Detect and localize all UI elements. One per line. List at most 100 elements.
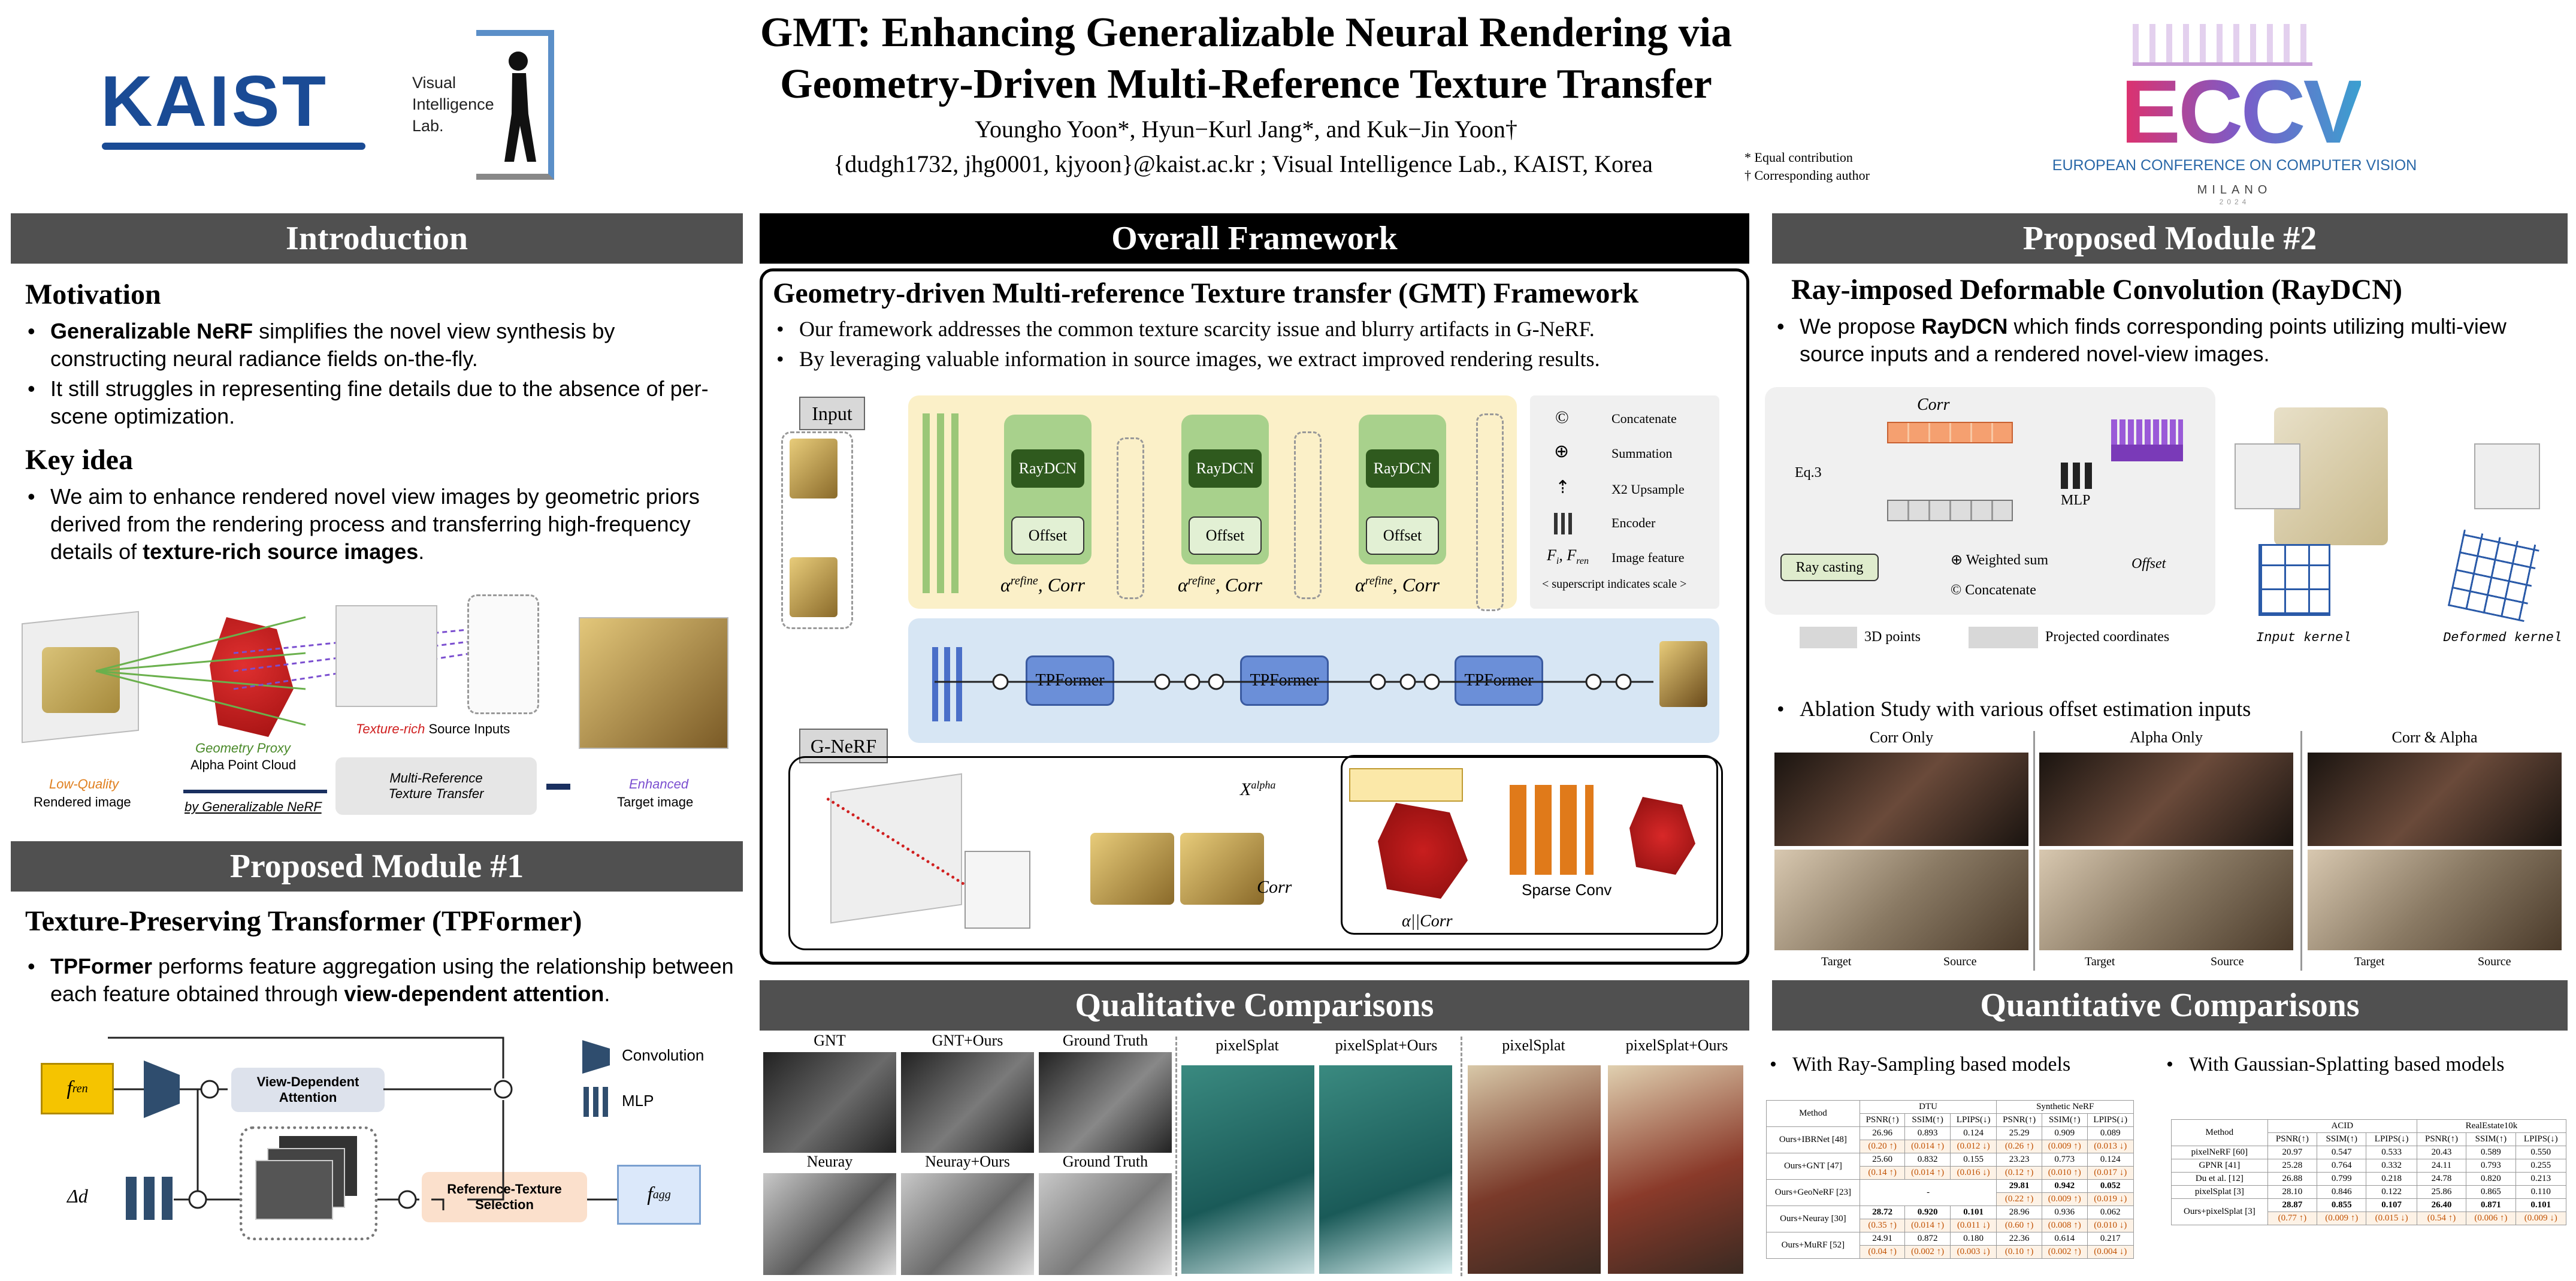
table-header-row: Method ACID RealEstate10k	[2171, 1119, 2567, 1146]
table-cell: 26.40	[2416, 1198, 2467, 1212]
ablation-col-label: Corr Only	[1869, 729, 1934, 746]
table-header: RealEstate10k	[2416, 1119, 2567, 1133]
table-cell: 0.122	[2366, 1185, 2417, 1199]
legend-mlp-icon	[583, 1087, 609, 1117]
table-cell: Ours+IBRNet [48]	[1766, 1126, 1860, 1153]
source-inputs-text: Source Inputs	[425, 721, 510, 736]
projected-legend	[1969, 627, 2038, 648]
table-cell: (0.009 ↑)	[2041, 1192, 2088, 1206]
target-label: Target	[2085, 955, 2115, 968]
table-header-row: PSNR(↑) SSIM(↑) LPIPS(↓) PSNR(↑) SSIM(↑)…	[1767, 1113, 2134, 1127]
table-cell: 0.089	[2087, 1126, 2134, 1140]
legend-feature-label: Image feature	[1611, 550, 1685, 565]
alpha-sup: refine	[1010, 574, 1038, 588]
table-cell: Du et al. [12]	[2171, 1172, 2268, 1186]
module1-header: Proposed Module #1	[11, 841, 743, 892]
encoder-icon	[1554, 513, 1574, 534]
table-cell: (0.012 ↓)	[1949, 1140, 1997, 1153]
title-line: GMT: Enhancing Generalizable Neural Rend…	[760, 10, 1733, 56]
table-cell: 0.865	[2466, 1185, 2516, 1199]
qual-image	[1181, 1065, 1314, 1274]
tpformer-box: TPFormer	[1455, 655, 1543, 706]
table-row: Ours+Neuray [30] 28.72 0.920 0.101 28.96…	[1766, 1206, 2134, 1232]
table-cell: 23.23	[1996, 1153, 2042, 1167]
table-header: SSIM(↑)	[2041, 1113, 2088, 1127]
column-divider	[1461, 1037, 1462, 1276]
column-divider	[2300, 731, 2302, 971]
source-image-n	[790, 557, 837, 617]
list-item: Ablation Study with various offset estim…	[1773, 695, 2558, 723]
by-gnerf-label: by Generalizable NeRF	[185, 799, 322, 814]
legend-sum-label: Summation	[1611, 446, 1673, 461]
legend-encoder-label: Encoder	[1611, 515, 1656, 530]
walking-person-icon	[504, 52, 536, 162]
table-cell: 20.43	[2416, 1146, 2467, 1159]
corr-label: Corr	[1917, 395, 1950, 414]
input-kernel-label: Input kernel	[2256, 630, 2351, 645]
table-header: LPIPS(↓)	[2366, 1132, 2417, 1146]
quantitative-list-1: With Ray-Sampling based models	[1766, 1051, 2137, 1081]
list-item: We aim to enhance rendered novel view im…	[24, 483, 737, 566]
title-line: Geometry-Driven Multi-Reference Texture …	[780, 61, 1712, 107]
lab-logo-line: Intelligence	[412, 95, 494, 113]
qualitative-header: Qualitative Comparisons	[760, 980, 1749, 1031]
eccv-skyline	[2133, 24, 2312, 66]
table-cell: 0.872	[1904, 1232, 1951, 1246]
table-cell: (0.014 ↑)	[1904, 1219, 1951, 1232]
table-header: Synthetic NeRF	[1996, 1100, 2134, 1114]
table-row: pixelSplat [3] 28.10 0.846 0.122 25.86 0…	[2171, 1185, 2567, 1199]
table-header: PSNR(↑)	[1859, 1113, 1906, 1127]
target-image-label: Target image	[617, 794, 694, 809]
bold-text: Generalizable NeRF	[50, 319, 253, 343]
table-cell: (0.10 ↑)	[1996, 1245, 2042, 1259]
alpha-text: α	[1178, 574, 1188, 596]
equal-contribution-note: * Equal contribution	[1744, 150, 1853, 165]
offset-label: Offset	[2131, 556, 2166, 572]
table-cell: 24.11	[2416, 1159, 2467, 1173]
mlp-label: MLP	[622, 1092, 654, 1110]
bold-text: view-dependent attention	[344, 981, 604, 1006]
quantitative-header: Quantitative Comparisons	[1772, 980, 2568, 1031]
qual-image	[1319, 1065, 1452, 1274]
mrtt-box: Multi-Reference Texture Transfer	[335, 757, 537, 815]
ablation-image	[2308, 753, 2562, 846]
framework-legend	[1530, 395, 1719, 609]
list-item: Our framework addresses the common textu…	[773, 315, 1737, 343]
rendered-image	[965, 851, 1030, 929]
table-header: PSNR(↑)	[2267, 1132, 2318, 1146]
rendered-image-label: Rendered image	[34, 794, 131, 809]
table-cell: 28.87	[2267, 1198, 2318, 1212]
table-row: Ours+MuRF [52] 24.91 0.872 0.180 22.36 0…	[1766, 1232, 2134, 1259]
table-cell: 0.180	[1949, 1232, 1997, 1246]
tpformer-connectors	[108, 1037, 617, 1210]
table-cell: 0.936	[2041, 1206, 2088, 1219]
table-row: pixelNeRF [60] 20.97 0.547 0.533 20.43 0…	[2171, 1146, 2567, 1159]
corr-feature-blocks	[1887, 422, 2013, 443]
source-image-view	[335, 605, 437, 707]
qual-image	[763, 1052, 896, 1153]
legend-superscript-note: < superscript indicates scale >	[1542, 578, 1687, 591]
render-pair-left	[1090, 833, 1174, 905]
qual-label: Ground Truth	[1062, 1153, 1148, 1170]
table-cell: 0.255	[2515, 1159, 2567, 1173]
list-text: Our framework addresses the common textu…	[799, 317, 1595, 341]
table-cell: 0.855	[2317, 1198, 2367, 1212]
table-header: SSIM(↑)	[2466, 1132, 2516, 1146]
convolution-label: Convolution	[622, 1046, 705, 1064]
motivation-list: Generalizable NeRF simplifies the novel …	[24, 318, 737, 433]
eccv-city: MILANO	[2197, 183, 2272, 197]
lab-logo-line: Visual	[412, 74, 456, 92]
table-gain-row: (0.04 ↑) (0.002 ↑) (0.003 ↓) (0.10 ↑) (0…	[1767, 1245, 2134, 1259]
corr-text: , Corr	[1392, 574, 1440, 596]
table-cell: 25.28	[2267, 1159, 2318, 1173]
list-item: TPFormer performs feature aggregation us…	[24, 953, 737, 1008]
alpha-feature-strip	[1349, 768, 1463, 802]
points3d-legend	[1800, 627, 1857, 648]
qual-image	[1039, 1173, 1172, 1275]
table-header: PSNR(↑)	[2416, 1132, 2467, 1146]
table-cell: 0.942	[2041, 1179, 2088, 1193]
qual-image	[1468, 1065, 1601, 1274]
table-gain-row: (0.77 ↑) (0.009 ↑) (0.015 ↓) (0.54 ↑) (0…	[2172, 1211, 2567, 1225]
table-cell: pixelNeRF [60]	[2171, 1146, 2268, 1159]
